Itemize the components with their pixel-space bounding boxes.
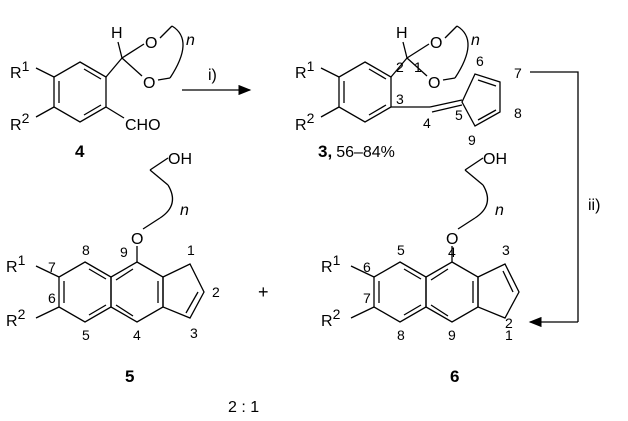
- oxygen-label: O: [143, 75, 155, 92]
- r1-label: R1: [6, 252, 26, 276]
- h-label: H: [111, 25, 123, 42]
- atom-number: 5: [455, 107, 463, 123]
- product-ratio: 2 : 1: [228, 399, 259, 416]
- atom-number: 4: [423, 115, 431, 131]
- n-label: n: [186, 32, 195, 49]
- oxygen-label: O: [428, 75, 440, 92]
- oxygen-label: O: [430, 35, 442, 52]
- atom-number: 3: [502, 242, 510, 258]
- atom-number: 2: [396, 59, 404, 75]
- oxygen-label: O: [446, 231, 458, 248]
- compound-label: 5: [125, 367, 134, 386]
- atom-number: 6: [48, 290, 56, 306]
- atom-number: 3: [396, 91, 404, 107]
- r1-label: R1: [321, 252, 341, 276]
- atom-number: 8: [514, 105, 522, 121]
- atom-number: 7: [514, 65, 522, 81]
- h-label: H: [396, 25, 408, 42]
- atom-number: 2: [505, 315, 513, 331]
- oxygen-label: O: [131, 231, 143, 248]
- r1-label: R1: [10, 58, 30, 82]
- compound-label: 4: [75, 142, 85, 161]
- hydroxyl-label: OH: [168, 151, 192, 168]
- atom-number: 5: [397, 242, 405, 258]
- n-label: n: [180, 202, 189, 219]
- n-label: n: [471, 32, 480, 49]
- step-ii-label: ii): [588, 197, 600, 214]
- atom-number: 6: [363, 259, 371, 275]
- step-i-label: i): [208, 67, 217, 84]
- atom-number: 1: [505, 327, 513, 343]
- atom-number: 9: [448, 327, 456, 343]
- atom-number: 6: [476, 53, 484, 69]
- compound-4: R1 R2 H O O n CHO 4: [10, 25, 195, 161]
- atom-number: 7: [363, 290, 371, 306]
- plus-sign: +: [258, 282, 269, 302]
- atom-number: 4: [448, 244, 456, 260]
- atom-number: 9: [468, 132, 476, 148]
- atom-number: 3: [190, 325, 198, 341]
- atom-number: 2: [212, 284, 220, 300]
- r2-label: R2: [6, 306, 26, 330]
- hydroxyl-label: OH: [483, 151, 507, 168]
- oxygen-label: O: [145, 35, 157, 52]
- n-label: n: [495, 202, 504, 219]
- atom-number: 7: [48, 259, 56, 275]
- compound-label: 3,56–84%: [318, 142, 395, 161]
- atom-number: 9: [120, 244, 128, 260]
- compound-6: O OH n R1 R2 1 3 4 5 6 7 8 9 6: [321, 151, 520, 386]
- compound-label: 6: [450, 367, 459, 386]
- atom-number: 4: [133, 327, 141, 343]
- atom-number: 1: [187, 242, 195, 258]
- atom-number: 8: [397, 327, 405, 343]
- r1-label: R1: [295, 58, 315, 82]
- atom-number: 5: [82, 327, 90, 343]
- atom-number: 1: [414, 59, 422, 75]
- compound-3: R1 R2 H O O n 1 2 3 4 5 6 7 8 9 3,56–84%: [295, 25, 522, 161]
- cho-label: CHO: [125, 117, 161, 134]
- r2-label: R2: [321, 306, 341, 330]
- atom-number: 8: [82, 242, 90, 258]
- r2-label: R2: [295, 110, 315, 134]
- compound-5: O OH n R1 R2 1 2 3 4 5 6 7 8 9 5: [6, 151, 220, 386]
- r2-label: R2: [10, 110, 30, 134]
